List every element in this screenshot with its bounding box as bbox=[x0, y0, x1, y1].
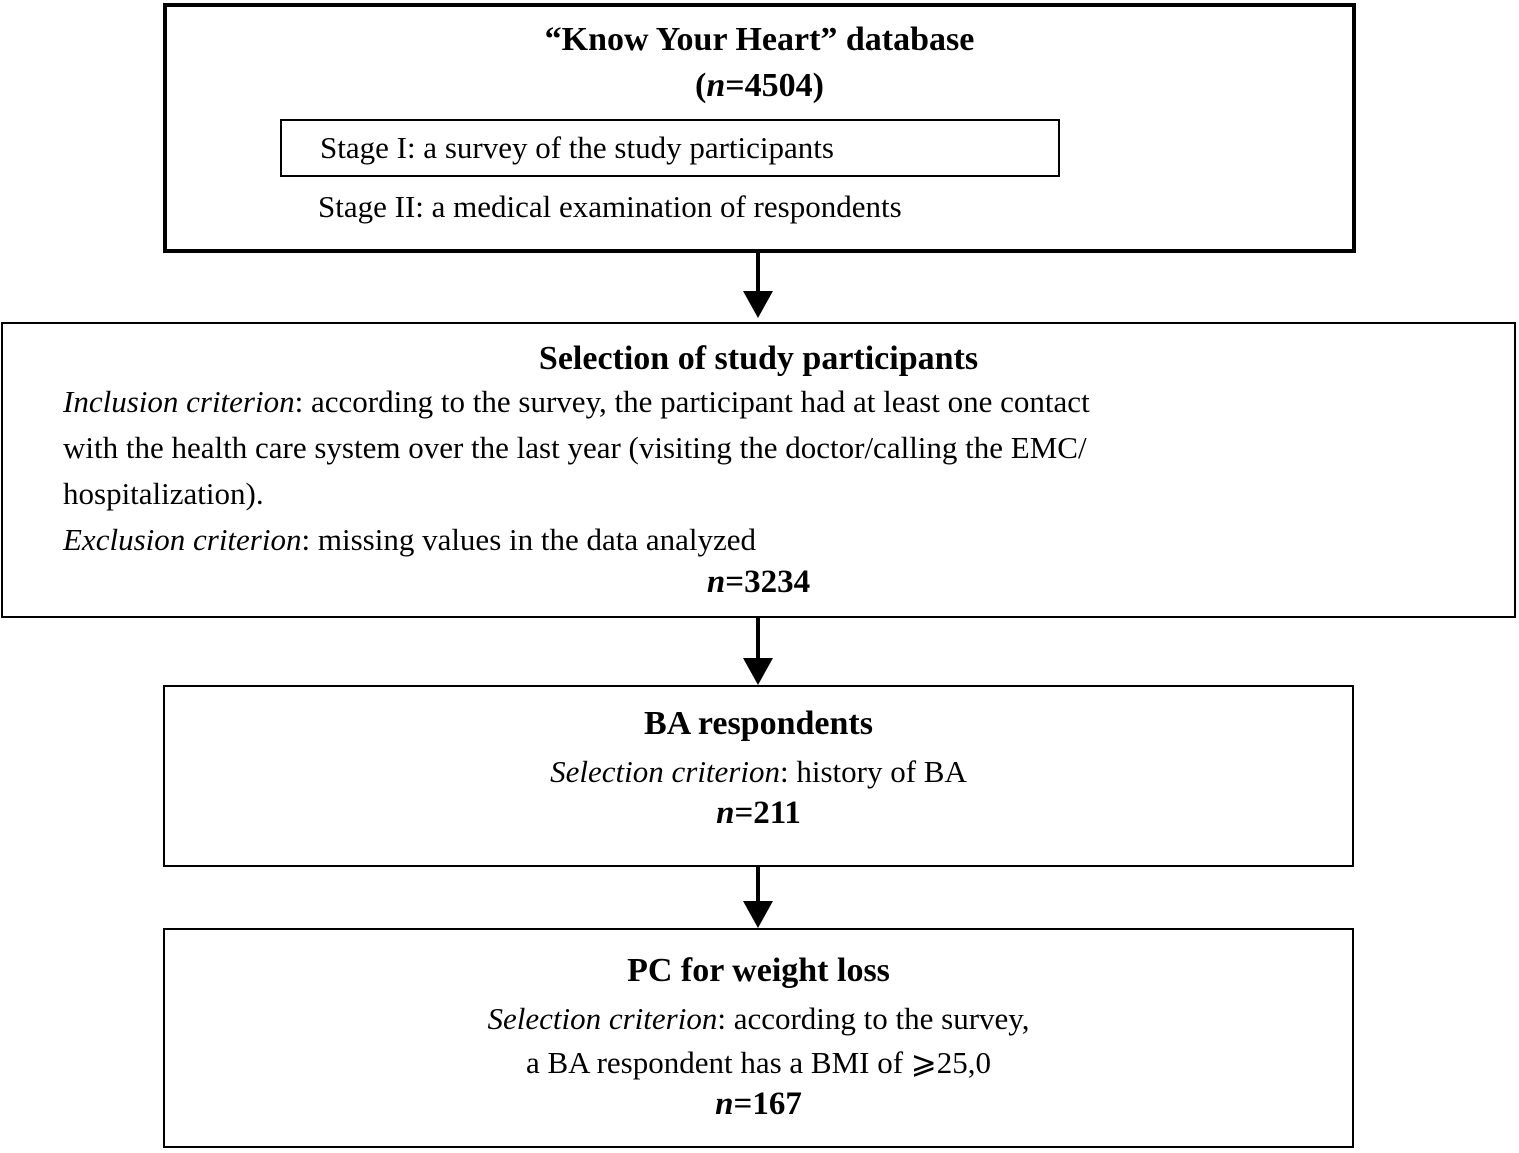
pc-criterion-label: Selection criterion bbox=[487, 1001, 718, 1036]
ba-title: BA respondents bbox=[644, 705, 873, 742]
stage2-label: Stage II: a medical examination of respo… bbox=[318, 189, 902, 224]
ba-criterion-label: Selection criterion bbox=[550, 754, 780, 789]
pc-criterion-line1: Selection criterion: according to the su… bbox=[487, 1001, 1030, 1036]
database-n-count: (n=4504) bbox=[695, 67, 824, 104]
arrow-selection-to-ba bbox=[740, 618, 776, 685]
selection-n-count: n=3234 bbox=[706, 564, 811, 600]
pc-criterion-line2: a BA respondent has a BMI of ⩾25,0 bbox=[525, 1045, 992, 1080]
arrow-database-to-selection bbox=[740, 253, 776, 318]
database-box: “Know Your Heart” database (n=4504) Stag… bbox=[163, 3, 1356, 253]
arrow-shaft bbox=[756, 618, 760, 662]
database-title: “Know Your Heart” database bbox=[544, 21, 975, 58]
stage1-label: Stage I: a survey of the study participa… bbox=[320, 130, 834, 165]
arrow-head-icon bbox=[743, 658, 773, 685]
selection-title: Selection of study participants bbox=[538, 340, 979, 377]
arrow-shaft bbox=[756, 253, 760, 295]
ba-criterion: Selection criterion: history of BA bbox=[550, 754, 967, 789]
pc-n-count: n=167 bbox=[715, 1086, 802, 1122]
selection-criteria-text: Inclusion criterion: according to the su… bbox=[63, 384, 1090, 557]
pc-title: PC for weight loss bbox=[627, 952, 890, 989]
arrow-head-icon bbox=[743, 291, 773, 318]
arrow-ba-to-pc bbox=[740, 867, 776, 928]
ba-n-count: n=211 bbox=[716, 795, 801, 831]
arrow-head-icon bbox=[743, 901, 773, 928]
stage1-box: Stage I: a survey of the study participa… bbox=[280, 119, 1060, 177]
ba-respondents-box: BA respondents Selection criterion: hist… bbox=[163, 685, 1354, 867]
pc-weight-loss-box: PC for weight loss Selection criterion: … bbox=[163, 928, 1354, 1148]
arrow-shaft bbox=[756, 867, 760, 905]
selection-box: Selection of study participants Inclusio… bbox=[1, 322, 1516, 618]
exclusion-criterion-label: Exclusion criterion bbox=[63, 522, 302, 557]
inclusion-criterion-label: Inclusion criterion bbox=[63, 384, 295, 419]
